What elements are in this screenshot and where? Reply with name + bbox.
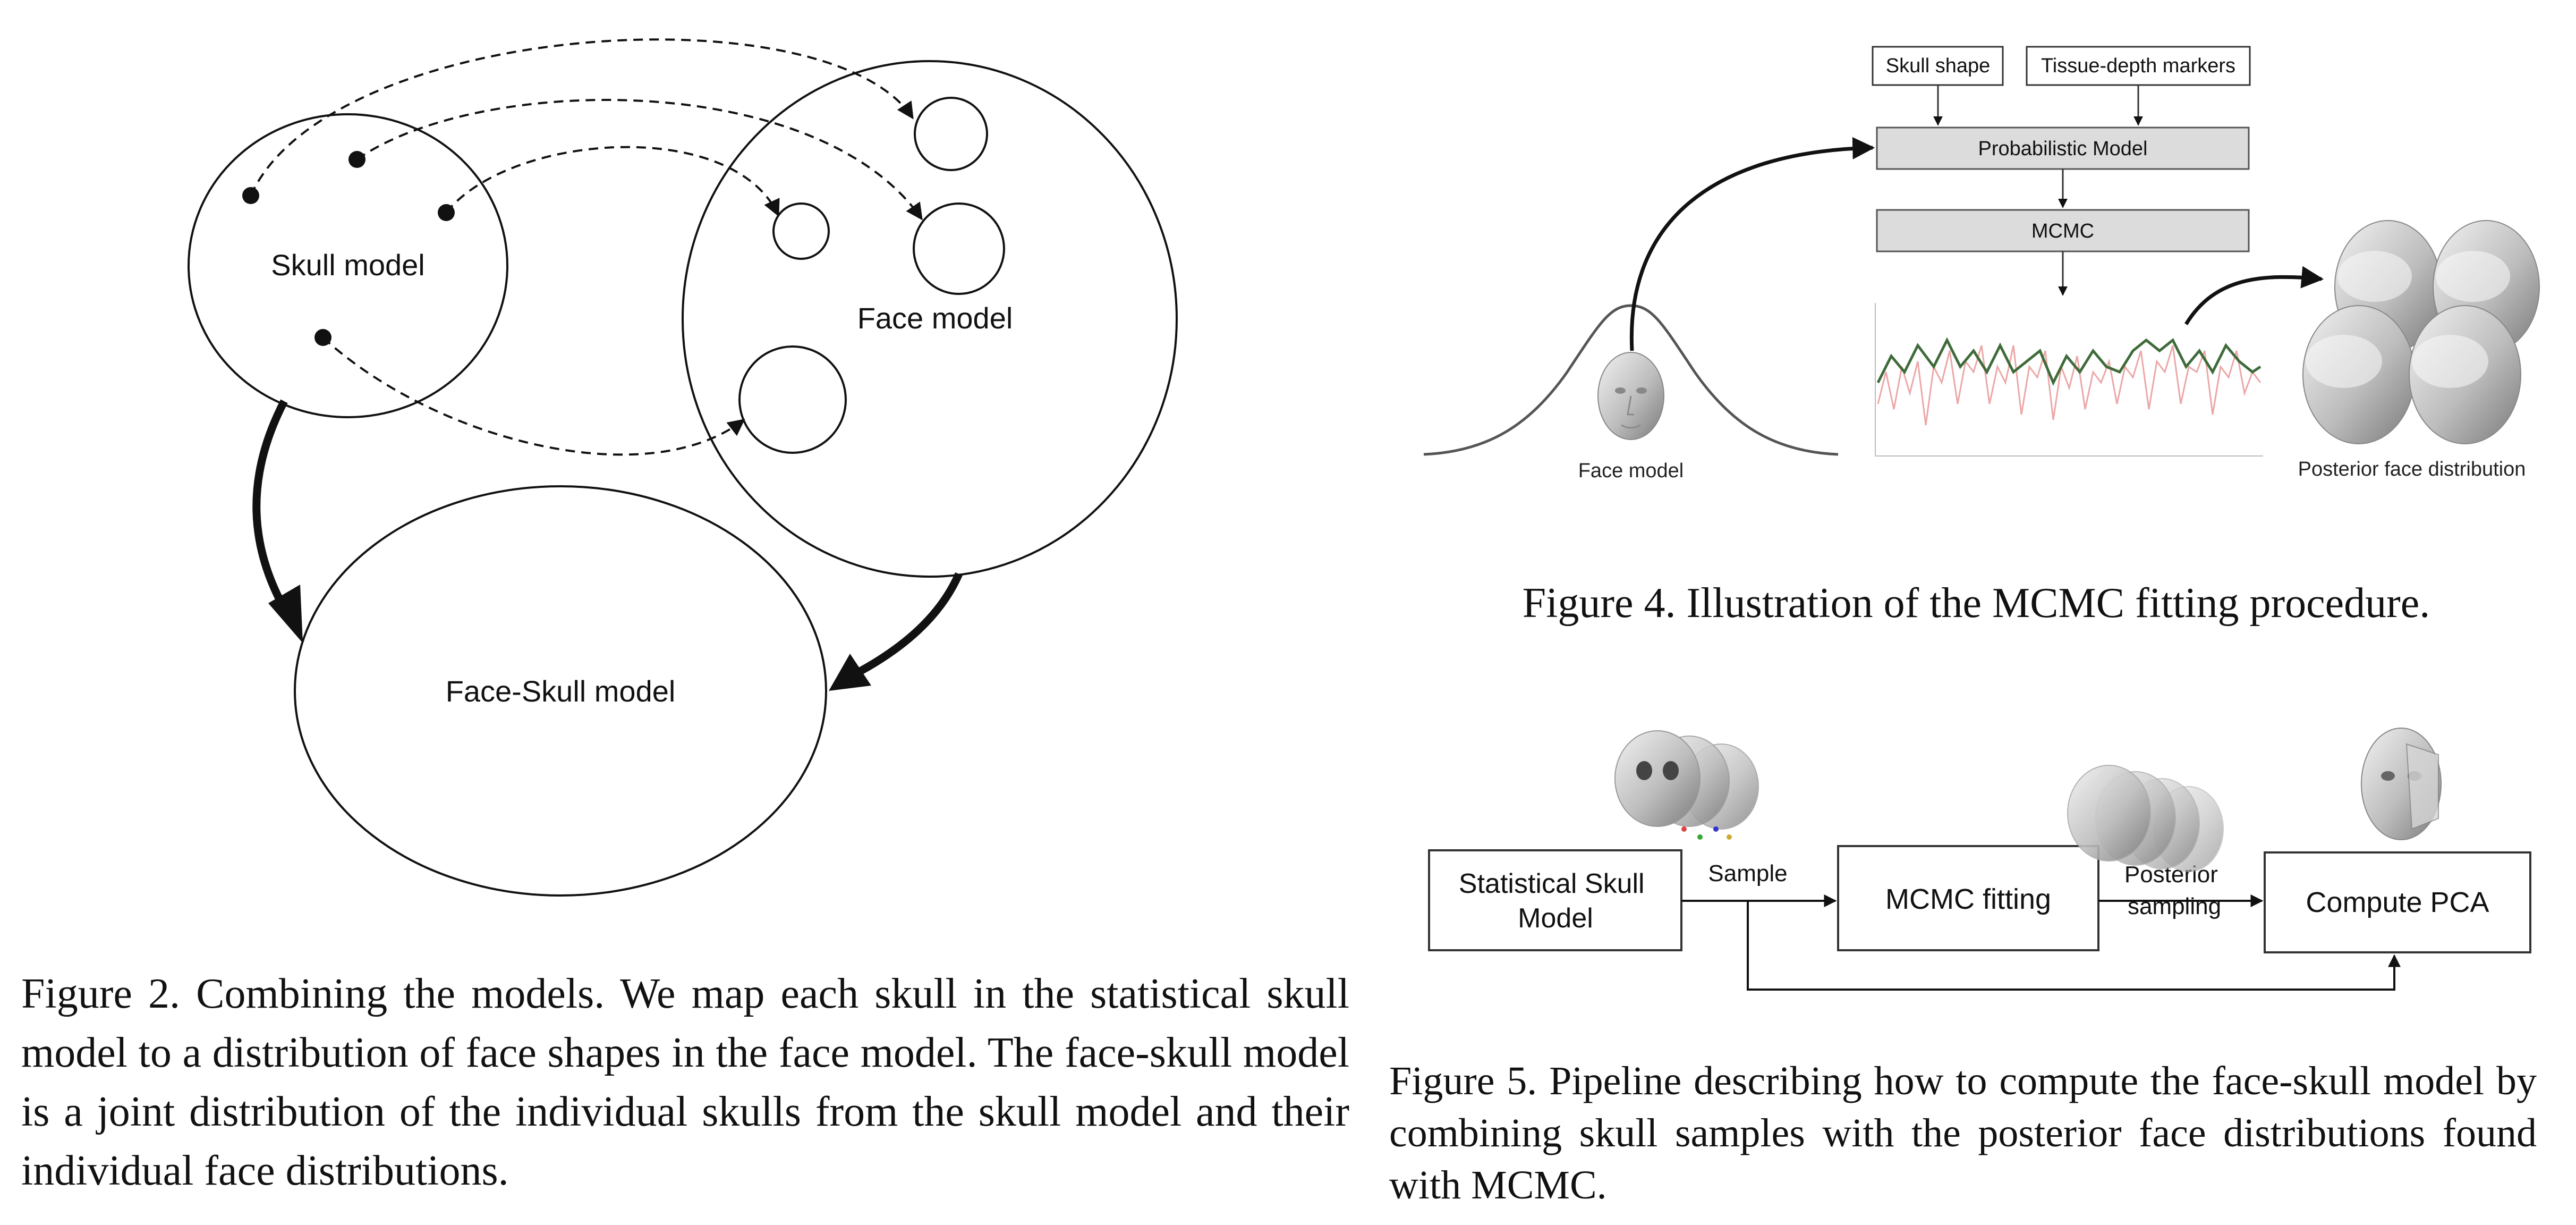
tissue-depth-label: Tissue-depth markers — [2041, 55, 2235, 77]
mcmc-trace-noise — [1877, 345, 2262, 426]
figure-4-diagram: Skull shape Tissue-depth markers Probabi… — [1423, 46, 2540, 482]
statistical-skull-model-box — [1428, 849, 1682, 951]
skull-model-ellipse — [188, 113, 508, 418]
trace-to-posterior-arrow — [2184, 266, 2324, 325]
mcmc-trace-mean — [1876, 337, 2262, 386]
mapping-arrow-2 — [356, 99, 923, 221]
mapping-arrow-3 — [445, 146, 780, 217]
mapping-arrow-4 — [322, 336, 745, 456]
skull-to-joint-arrowhead — [268, 585, 303, 643]
posterior-head-3 — [2302, 305, 2415, 444]
probabilistic-model-label: Probabilistic Model — [1978, 138, 2148, 160]
statistical-skull-model-line-1: Statistical Skull — [1459, 868, 1645, 899]
face-to-probabilistic-arrow — [1629, 137, 1875, 351]
face-model-label: Face model — [857, 301, 1013, 335]
posterior-face-distribution-label: Posterior face distribution — [2298, 458, 2526, 480]
mcmc-trace-plot — [1875, 303, 2263, 457]
figure-5-caption: Figure 5. Pipeline describing how to com… — [1389, 1059, 2537, 1207]
face-to-joint-arrow — [853, 572, 963, 678]
face-distribution-circle-1 — [914, 97, 988, 171]
face-model-head — [1597, 352, 1664, 440]
sample-label: Sample — [1708, 860, 1787, 886]
figure-5-diagram: Statistical Skull Model MCMC fitting Com… — [1428, 728, 2531, 991]
probabilistic-model-box — [1876, 126, 2250, 170]
face-to-joint-arrowhead — [829, 654, 871, 691]
compute-pca-label: Compute PCA — [2306, 886, 2489, 918]
face-model-gaussian — [1423, 304, 1839, 456]
figure-4-caption: Figure 4. Illustration of the MCMC fitti… — [1522, 580, 2430, 627]
posterior-head-4 — [2409, 305, 2521, 444]
mapping-arrow-1 — [250, 38, 914, 196]
skull-to-joint-arrow — [252, 399, 290, 613]
tissue-depth-box — [2026, 46, 2251, 86]
mcmc-fitting-label: MCMC fitting — [1885, 883, 2051, 915]
face-model-caption-label: Face model — [1578, 460, 1684, 482]
posterior-sampling-line-2: sampling — [2128, 893, 2221, 919]
skull-samples-image — [1614, 730, 1759, 840]
face-distribution-circle-2 — [772, 202, 830, 260]
face-skull-model-label: Face-Skull model — [446, 674, 676, 708]
skull-shape-label: Skull shape — [1886, 55, 1990, 77]
mcmc-label: MCMC — [2031, 220, 2094, 242]
face-skull-model-ellipse — [294, 485, 827, 897]
face-distribution-circle-4 — [738, 345, 847, 454]
statistical-skull-model-line-2: Model — [1518, 903, 1593, 934]
figure-2-caption: Figure 2. Combining the models. We map e… — [21, 970, 1349, 1194]
compute-pca-box — [2264, 851, 2531, 953]
mcmc-fitting-box — [1837, 845, 2099, 951]
face-model-ellipse — [682, 60, 1178, 578]
figure-2-diagram: Skull model Face model Face-Skull model — [188, 38, 1178, 897]
posterior-sampling-faces-image — [2067, 765, 2224, 872]
posterior-face-heads — [2302, 220, 2540, 444]
posterior-sampling-label: Posterior sampling — [2124, 861, 2224, 919]
skip-connection-arrow — [1747, 901, 2401, 991]
face-skull-head-image — [2361, 728, 2442, 840]
statistical-skull-model-label: Statistical Skull Model — [1459, 868, 1652, 934]
face-distribution-circle-3 — [913, 202, 1005, 295]
skull-model-label: Skull model — [271, 248, 424, 282]
